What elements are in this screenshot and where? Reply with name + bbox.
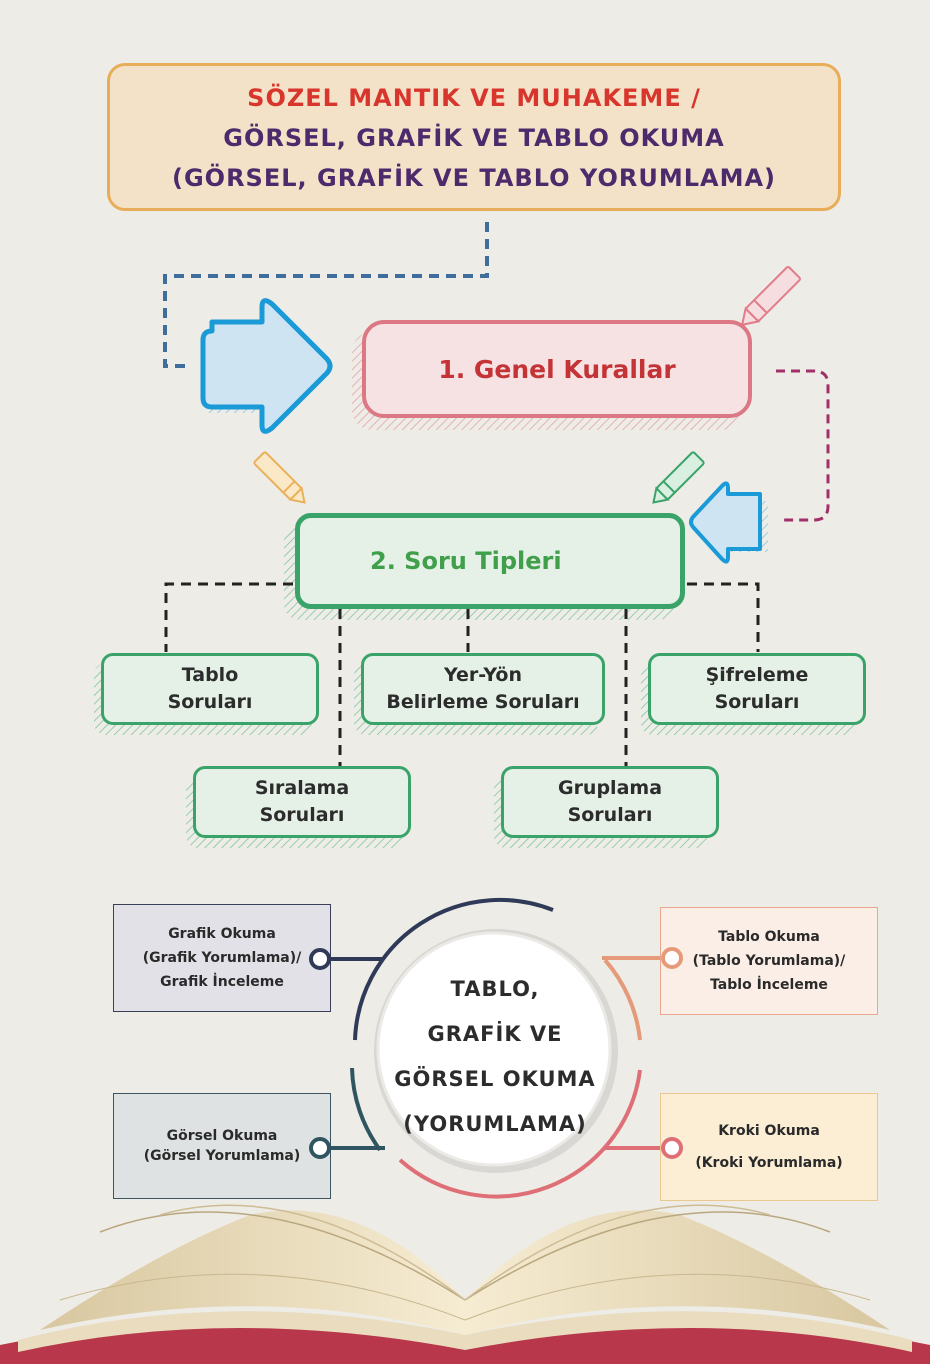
center-line3: GÖRSEL OKUMA (394, 1067, 596, 1091)
knob-tablo (661, 947, 683, 969)
question-type-line2: Soruları (167, 691, 253, 713)
general-rules-label: 1. Genel Kurallar (438, 354, 676, 384)
question-types-box: 2. Soru Tipleri (295, 513, 685, 609)
center-line1: TABLO, (450, 977, 540, 1001)
grafik-okuma-box: Grafik Okuma (Grafik Yorumlama)/ Grafik … (113, 904, 331, 1012)
question-type-line1: Gruplama (557, 777, 663, 799)
book-illustration (0, 1204, 930, 1364)
question-type-line2: Belirleme Soruları (386, 691, 580, 713)
knob-gorsel (309, 1137, 331, 1159)
pencil-icon-green (652, 451, 705, 504)
pencil-icon-red (740, 266, 801, 327)
title-box: SÖZEL MANTIK VE MUHAKEME / GÖRSEL, GRAFİ… (107, 63, 841, 211)
small-arrow-icon (689, 481, 768, 564)
tablo-okuma-box: Tablo Okuma (Tablo Yorumlama)/ Tablo İnc… (660, 907, 878, 1015)
question-type-line1: Şifreleme (705, 664, 809, 686)
question-type-siralama: Sıralama Soruları (193, 766, 411, 838)
title-connector (163, 222, 489, 368)
kroki-line2: (Kroki Yorumlama) (695, 1155, 843, 1171)
grafik-line2: (Grafik Yorumlama)/ (142, 950, 302, 966)
question-type-yer-yon: Yer-Yön Belirleme Soruları (361, 653, 605, 725)
gorsel-line1: Görsel Okuma (166, 1128, 278, 1144)
tablo-line2: (Tablo Yorumlama)/ (692, 953, 846, 969)
big-arrow-icon (200, 298, 333, 434)
general-rules-box: 1. Genel Kurallar (362, 320, 752, 418)
question-type-line1: Tablo (181, 664, 239, 686)
question-type-line2: Soruları (567, 804, 653, 826)
title-line-1: SÖZEL MANTIK VE MUHAKEME / (247, 84, 701, 112)
reading-cluster (330, 898, 680, 1199)
kroki-okuma-box: Kroki Okuma (Kroki Yorumlama) (660, 1093, 878, 1201)
center-circle-text: TABLO, GRAFİK VE GÖRSEL OKUMA (YORUMLAMA… (380, 967, 610, 1147)
tree-connectors (164, 582, 760, 766)
knob-grafik (309, 948, 331, 970)
title-line-2: GÖRSEL, GRAFİK VE TABLO OKUMA (223, 124, 725, 152)
gorsel-okuma-box: Görsel Okuma (Görsel Yorumlama) (113, 1093, 331, 1199)
tablo-line3: Tablo İnceleme (710, 977, 828, 993)
question-type-gruplama: Gruplama Soruları (501, 766, 719, 838)
title-line-3: (GÖRSEL, GRAFİK VE TABLO YORUMLAMA) (172, 164, 776, 192)
center-line4: (YORUMLAMA) (403, 1112, 587, 1136)
rules-to-types-connector (776, 369, 830, 522)
pencil-icon-yellow (253, 451, 306, 504)
grafik-line1: Grafik Okuma (168, 926, 276, 942)
knob-kroki (661, 1137, 683, 1159)
gorsel-line2: (Görsel Yorumlama) (143, 1148, 301, 1164)
question-type-line2: Soruları (714, 691, 800, 713)
center-line2: GRAFİK VE (427, 1022, 563, 1046)
kroki-line1: Kroki Okuma (718, 1123, 820, 1139)
question-type-tablo: Tablo Soruları (101, 653, 319, 725)
question-type-line1: Yer-Yön (444, 664, 522, 686)
grafik-line3: Grafik İnceleme (160, 974, 284, 990)
question-type-sifreleme: Şifreleme Soruları (648, 653, 866, 725)
tablo-line1: Tablo Okuma (718, 929, 820, 945)
question-type-line1: Sıralama (254, 777, 350, 799)
question-types-label: 2. Soru Tipleri (370, 547, 562, 575)
question-type-line2: Soruları (259, 804, 345, 826)
